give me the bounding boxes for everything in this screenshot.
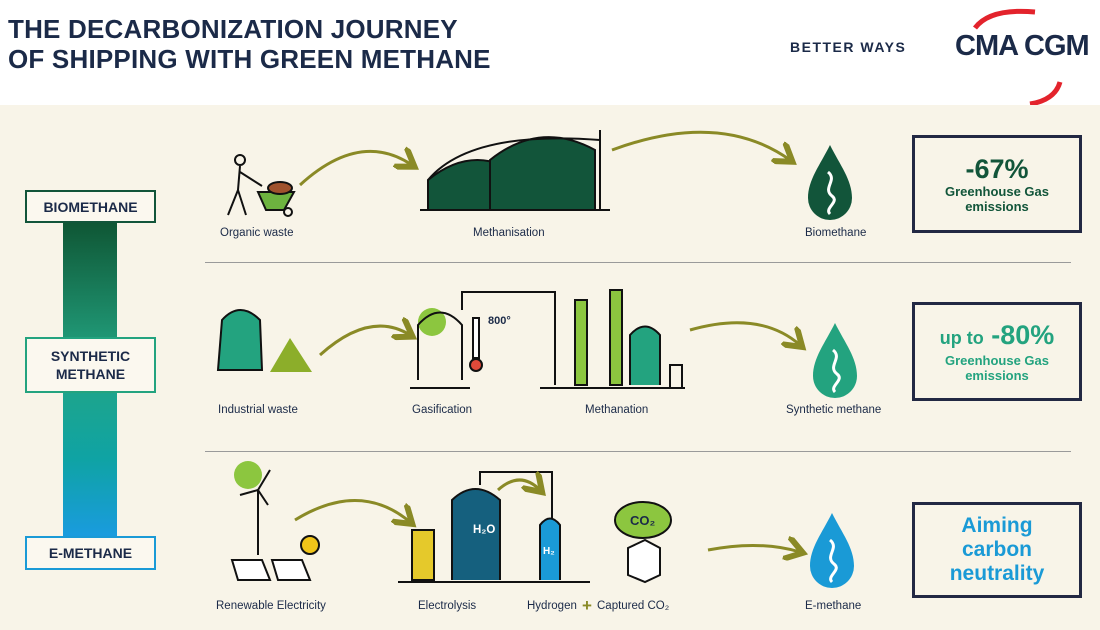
row-divider <box>205 262 1071 263</box>
step-biomethane: Biomethane <box>805 227 867 239</box>
waste-bag-icon <box>216 309 312 372</box>
level-label: SYNTHETIC <box>50 348 131 364</box>
result-text: Greenhouse Gas <box>944 353 1050 368</box>
wind-solar-icon <box>230 461 320 581</box>
level-label: METHANE <box>55 366 126 382</box>
result-value: -80% <box>991 320 1055 350</box>
result-value: -67% <box>965 154 1029 184</box>
gasifier-icon <box>410 291 556 389</box>
biomethane-drop-icon <box>806 143 854 222</box>
arrow-icon <box>707 545 800 552</box>
worker-wheelbarrow-icon <box>227 154 296 217</box>
e-methane-result-box: Aiming carbon neutrality <box>912 502 1082 598</box>
row-divider <box>205 451 1071 452</box>
level-e-methane: E-METHANE <box>25 536 156 570</box>
step-industrial-waste: Industrial waste <box>218 404 298 416</box>
result-text: carbon <box>961 538 1032 561</box>
title-line-1: THE DECARBONIZATION JOURNEY <box>8 14 458 44</box>
cma-cgm-swoosh-logo <box>973 8 1063 105</box>
result-prefix: up to <box>939 328 984 348</box>
step-organic-waste: Organic waste <box>220 227 294 239</box>
step-e-methane: E-methane <box>805 600 862 612</box>
digester-icon <box>420 130 610 211</box>
result-text: emissions <box>965 199 1029 214</box>
step-captured-co2: Captured CO₂ <box>597 600 670 612</box>
level-label: E-METHANE <box>48 545 133 561</box>
biomethane-result-box: -67% Greenhouse Gas emissions <box>912 135 1082 233</box>
step-gasification: Gasification <box>412 404 473 416</box>
level-label: BIOMETHANE <box>43 198 138 215</box>
tagline: BETTER WAYS <box>790 39 907 55</box>
result-text: Greenhouse Gas <box>944 184 1050 199</box>
result-text: neutrality <box>949 562 1045 585</box>
title-line-2: OF SHIPPING WITH GREEN METHANE <box>8 44 491 74</box>
h2o-label: H₂O <box>473 524 496 536</box>
arrow-icon <box>689 321 800 345</box>
h2-label: H₂ <box>543 546 555 557</box>
arrow-icon <box>496 480 540 490</box>
arrow-icon <box>611 130 790 160</box>
result-text: Aiming <box>961 514 1033 537</box>
step-methanisation: Methanisation <box>473 227 545 239</box>
step-hydrogen: Hydrogen <box>527 600 577 612</box>
level-biomethane: BIOMETHANE <box>25 190 156 223</box>
step-synthetic-methane: Synthetic methane <box>786 404 882 416</box>
synthetic-result-box: up to -80% Greenhouse Gas emissions <box>912 302 1082 401</box>
synthetic-methane-drop-icon <box>811 321 859 400</box>
temperature-label: 800° <box>488 315 511 327</box>
result-text: emissions <box>965 368 1029 383</box>
plus-icon: + <box>582 596 592 615</box>
level-synthetic-methane: SYNTHETIC METHANE <box>25 337 156 393</box>
arrow-icon <box>294 499 410 522</box>
methanation-plant-icon <box>540 289 685 389</box>
brand-logo-text: CMA CGM <box>955 30 1090 62</box>
electrolyser-icon <box>398 471 590 583</box>
co2-cloud-box-icon <box>614 501 672 584</box>
step-renewable-electricity: Renewable Electricity <box>216 600 326 612</box>
step-electrolysis: Electrolysis <box>418 600 477 612</box>
step-methanation: Methanation <box>585 404 649 416</box>
arrow-icon <box>318 326 410 357</box>
co2-label: CO₂ <box>630 513 656 528</box>
arrow-icon <box>298 151 412 187</box>
e-methane-drop-icon <box>808 511 856 590</box>
